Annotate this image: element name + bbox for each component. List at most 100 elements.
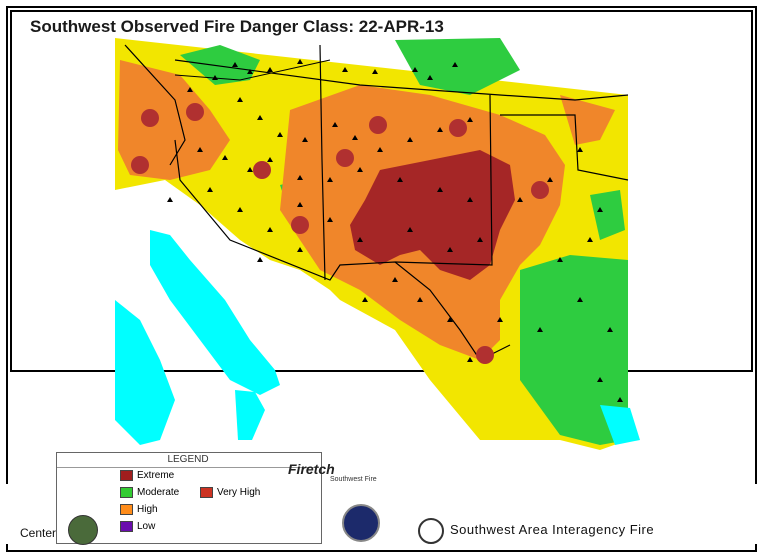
station-icon: [587, 237, 593, 242]
station-icon: [257, 257, 263, 262]
station-icon: [577, 147, 583, 152]
station-icon: [467, 117, 473, 122]
legend-item-moderate: Moderate: [120, 487, 179, 498]
station-icon: [497, 317, 503, 322]
station-icon: [447, 247, 453, 252]
gulf-of-california: [150, 230, 280, 395]
station-icon: [517, 197, 523, 202]
legend-label: Low: [137, 521, 156, 532]
legend-title: LEGEND: [57, 453, 319, 468]
station-icon: [392, 277, 398, 282]
brand-subtitle: Southwest Fire: [330, 476, 377, 483]
station-icon: [237, 97, 243, 102]
station-icon: [407, 137, 413, 142]
legend-swatch: [120, 487, 133, 498]
inner-frame: [10, 10, 753, 372]
left-seal-icon: [68, 515, 98, 545]
station-icon: [197, 147, 203, 152]
station-icon: [277, 132, 283, 137]
station-icon: [237, 207, 243, 212]
station-icon: [417, 297, 423, 302]
legend-item-low: Low: [120, 521, 155, 532]
station-icon: [327, 177, 333, 182]
state-border-ok: [500, 114, 629, 181]
station-icon: [352, 135, 358, 140]
east-water: [600, 405, 640, 445]
hotspot-marker: [253, 161, 271, 179]
station-icon: [537, 327, 543, 332]
legend-label: High: [137, 504, 158, 515]
hotspot-marker: [186, 103, 204, 121]
hotspot-marker: [476, 346, 494, 364]
hotspot-marker: [449, 119, 467, 137]
station-icon: [597, 377, 603, 382]
state-border-nm-tx: [394, 94, 493, 266]
low-zone-east: [520, 255, 628, 445]
station-icon: [427, 75, 433, 80]
footer-left-text: Center: [20, 526, 57, 540]
station-icon: [327, 217, 333, 222]
hotspot-marker: [531, 181, 549, 199]
station-icon: [377, 147, 383, 152]
station-icon: [342, 67, 348, 72]
station-icon: [467, 197, 473, 202]
station-icon: [557, 257, 563, 262]
legend-swatch: [200, 487, 213, 498]
station-icon: [267, 227, 273, 232]
station-icon: [447, 317, 453, 322]
station-icon: [437, 127, 443, 132]
station-icon: [372, 69, 378, 74]
station-icon: [257, 115, 263, 120]
state-border-az-nm: [319, 44, 326, 281]
station-icon: [357, 237, 363, 242]
hotspots: [131, 103, 549, 364]
station-icon: [617, 397, 623, 402]
high-zone-east: [560, 95, 615, 145]
legend-item-extreme: Extreme: [120, 470, 174, 481]
footer-agency-text: Southwest Area Interagency Fire: [450, 522, 655, 537]
station-icon: [362, 297, 368, 302]
hotspot-marker: [369, 116, 387, 134]
state-border-intl: [174, 139, 511, 361]
station-icon: [477, 237, 483, 242]
station-icon: [267, 67, 273, 72]
bay-water: [235, 390, 265, 440]
station-icon: [247, 69, 253, 74]
station-icon: [297, 247, 303, 252]
hotspot-marker: [131, 156, 149, 174]
legend-item-high: High: [120, 504, 158, 515]
station-icon: [222, 155, 228, 160]
brand-name: Firetch: [288, 461, 335, 477]
station-icon: [357, 167, 363, 172]
low-zone-nw: [180, 45, 260, 85]
station-icon: [167, 197, 173, 202]
station-icon: [397, 177, 403, 182]
station-icon: [302, 137, 308, 142]
legend-label: Very High: [217, 487, 261, 498]
station-icon: [577, 297, 583, 302]
station-icon: [407, 227, 413, 232]
legend-label: Extreme: [137, 470, 175, 481]
station-icon: [247, 167, 253, 172]
station-icon: [437, 187, 443, 192]
extreme-zone: [350, 150, 515, 280]
outer-frame: [6, 6, 757, 552]
hotspot-marker: [291, 216, 309, 234]
station-icon: [297, 59, 303, 64]
legend-label: Moderate: [137, 487, 180, 498]
state-border-north: [174, 59, 629, 101]
hotspot-marker: [336, 149, 354, 167]
pacific-coast: [115, 300, 175, 445]
hotspot-marker: [141, 109, 159, 127]
station-icon: [452, 62, 458, 67]
state-border-ca-az: [124, 44, 186, 166]
station-icon: [232, 62, 238, 67]
legend-swatch: [120, 504, 133, 515]
state-border-az-ut: [174, 59, 331, 81]
legend-swatch: [120, 470, 133, 481]
weather-stations: [167, 59, 623, 402]
station-icon: [297, 202, 303, 207]
station-icon: [467, 357, 473, 362]
